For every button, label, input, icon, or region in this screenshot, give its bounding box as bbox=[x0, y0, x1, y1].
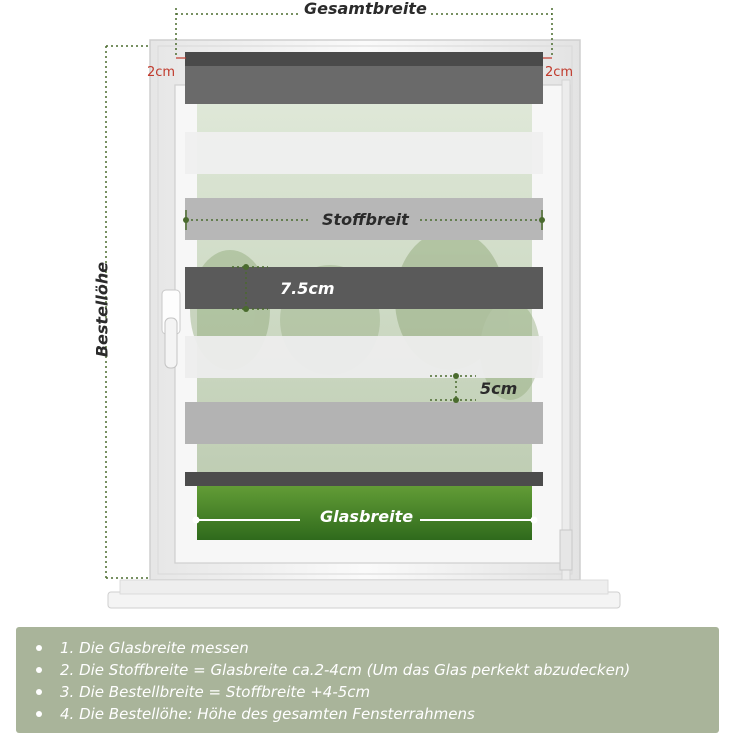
instruction-item: 1. Die Glasbreite messen bbox=[16, 637, 719, 659]
stripe-height-measure bbox=[232, 266, 268, 310]
stripe-mid-2 bbox=[185, 402, 543, 444]
bestellhoehe-measure bbox=[105, 45, 150, 579]
window-hinge bbox=[561, 79, 571, 581]
stripe-dark-1 bbox=[185, 267, 543, 309]
blind-roll bbox=[185, 66, 543, 104]
stoffbreit-label: Stoffbreit bbox=[322, 210, 409, 229]
instructions-list: 1. Die Glasbreite messen 2. Die Stoffbre… bbox=[16, 627, 719, 725]
bottom-rail bbox=[185, 472, 543, 486]
stripe-mid-1 bbox=[185, 198, 543, 240]
stripe-light-1 bbox=[185, 132, 543, 174]
gap-label: 5cm bbox=[480, 379, 518, 398]
blind-cassette bbox=[185, 52, 543, 68]
gesamtbreite-measure bbox=[175, 8, 553, 58]
stripe-light-2 bbox=[185, 336, 543, 378]
instruction-item: 4. Die Bestellöhe: Höhe des gesamten Fen… bbox=[16, 703, 719, 725]
window-sill bbox=[107, 591, 621, 609]
right-margin-label: 2cm bbox=[545, 65, 574, 80]
left-margin-label: 2cm bbox=[147, 65, 176, 80]
gap-measure bbox=[430, 375, 476, 401]
instructions-panel: 1. Die Glasbreite messen 2. Die Stoffbre… bbox=[16, 627, 719, 733]
instruction-item: 3. Die Bestellbreite = Stoffbreite +4-5c… bbox=[16, 681, 719, 703]
gesamtbreite-label: Gesamtbreite bbox=[300, 0, 431, 18]
stripe-height-label: 7.5cm bbox=[280, 279, 335, 298]
window-handle-grip bbox=[164, 317, 178, 369]
glasbreite-label: Glasbreite bbox=[320, 507, 414, 526]
grass-view bbox=[197, 478, 532, 540]
instruction-item: 2. Die Stoffbreite = Glasbreite ca.2-4cm… bbox=[16, 659, 719, 681]
bestellhoehe-label: Bestellöhe bbox=[92, 261, 112, 358]
